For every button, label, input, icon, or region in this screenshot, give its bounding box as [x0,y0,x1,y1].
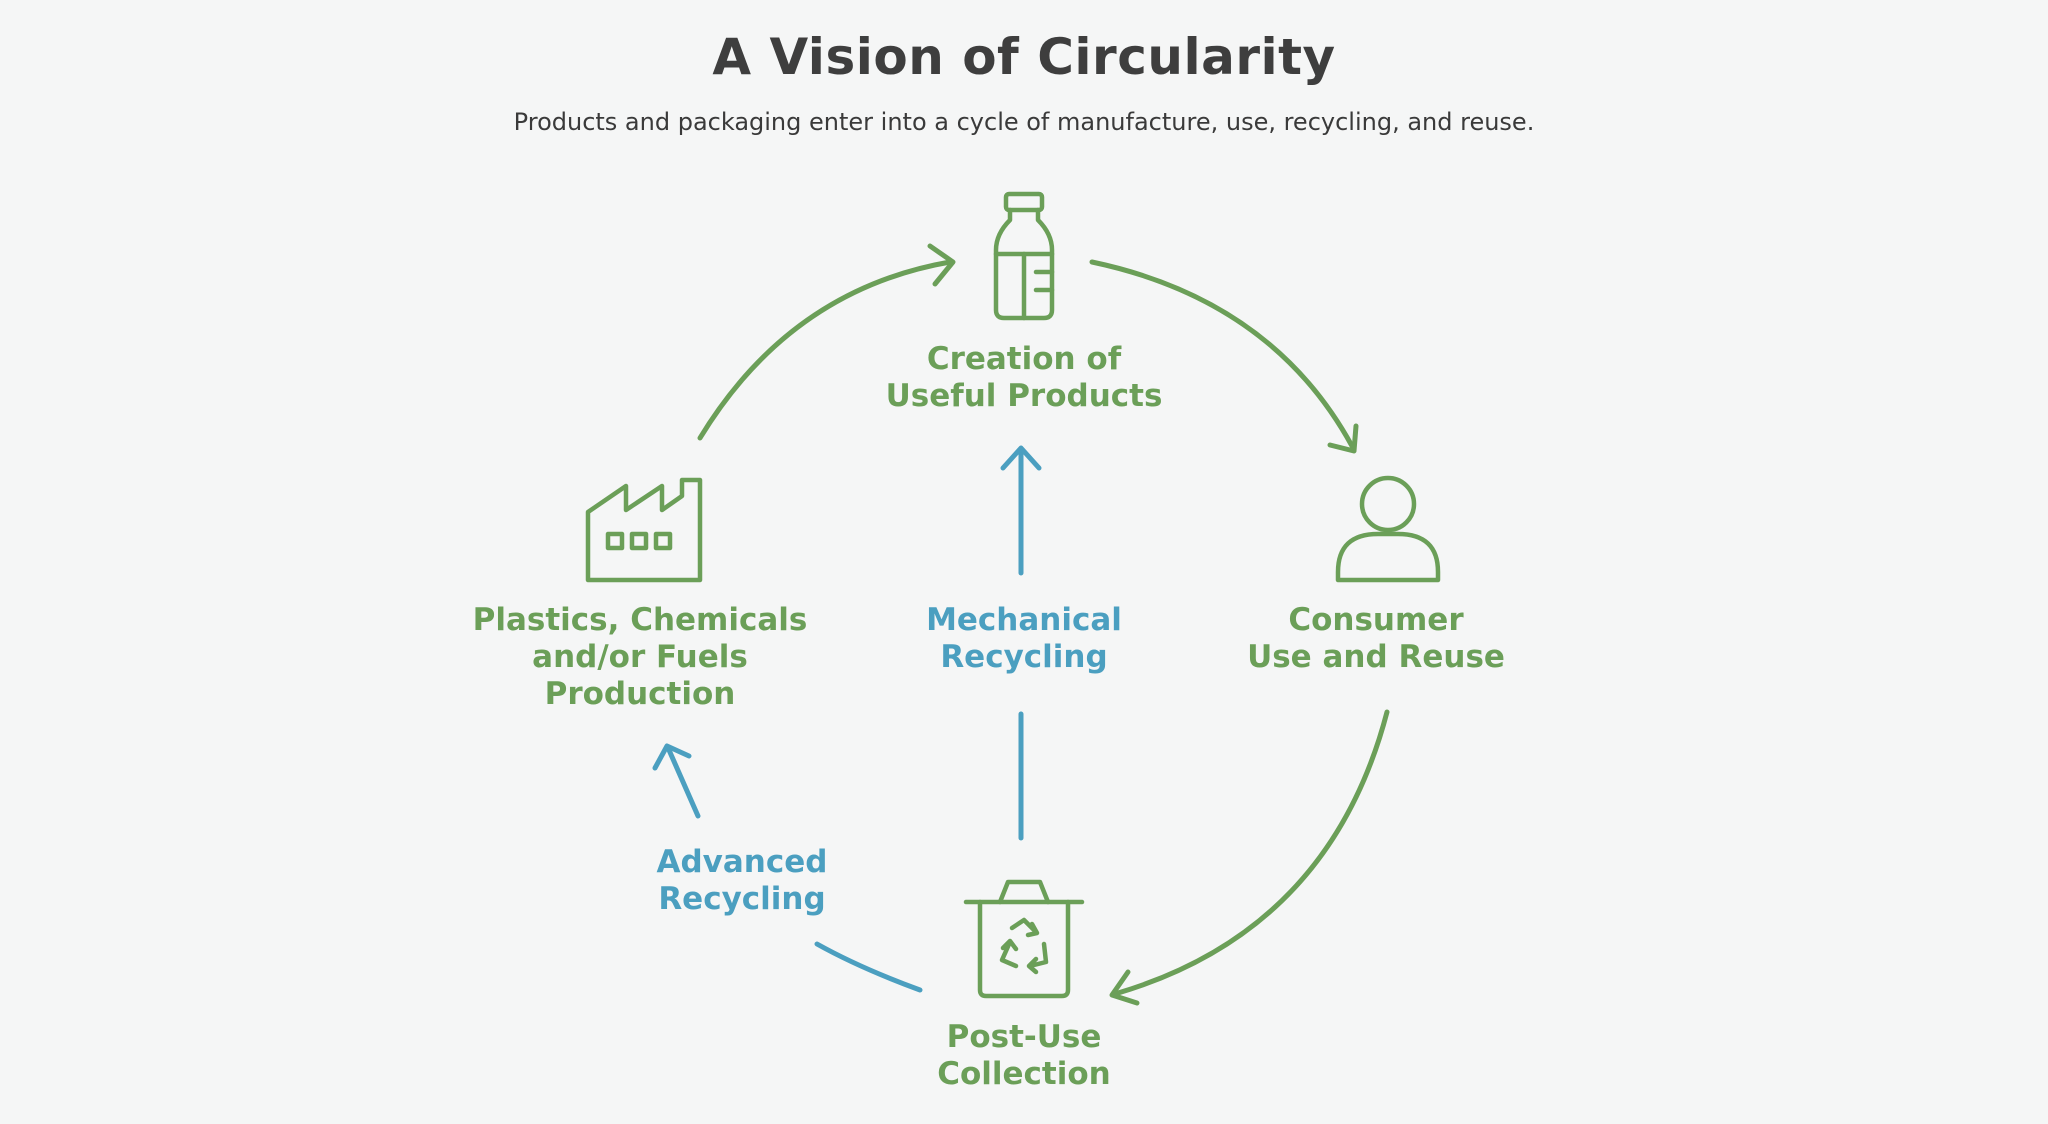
advanced-arrow-lower [814,941,923,993]
arrow-consumer-to-collection [1115,709,1390,996]
arrow-creation-to-consumer [1089,259,1355,449]
factory-icon [585,477,703,583]
mechanical-label-line2: Recycling [940,639,1108,675]
page-subtitle: Products and packaging enter into a cycl… [513,108,1535,136]
mechanical-arrowhead [1000,445,1042,471]
arrowhead-production-to-creation [927,243,956,287]
bottle-icon [993,191,1055,321]
consumer-label: Consumer Use and Reuse [1226,602,1526,676]
creation-label: Creation of Useful Products [874,341,1174,415]
production-label-line3: Production [544,676,736,712]
advanced-arrow-upper [666,747,701,819]
production-label: Plastics, Chemicals and/or Fuels Product… [470,602,810,713]
collection-label-line1: Post-Use [946,1019,1102,1055]
recycling-bin-icon [963,879,1085,999]
consumer-label-line2: Use and Reuse [1247,639,1505,675]
arrowhead-creation-to-consumer [1327,423,1359,454]
page-title: A Vision of Circularity [712,28,1336,86]
arrowhead-consumer-to-collection [1109,969,1140,1006]
creation-label-line2: Useful Products [885,378,1163,414]
advanced-label-line2: Recycling [658,881,826,917]
advanced-arrowhead [652,743,692,771]
person-icon [1335,475,1441,583]
advanced-label-line1: Advanced [656,844,828,880]
production-label-line2: and/or Fuels [532,639,748,675]
production-label-line1: Plastics, Chemicals [472,602,808,638]
collection-label-line2: Collection [937,1056,1111,1092]
mechanical-recycling-label: Mechanical Recycling [874,602,1174,676]
consumer-label-line1: Consumer [1288,602,1464,638]
creation-label-line1: Creation of [926,341,1122,377]
arrow-production-to-creation [697,259,953,441]
mechanical-label-line1: Mechanical [926,602,1122,638]
collection-label: Post-Use Collection [874,1019,1174,1093]
advanced-recycling-label: Advanced Recycling [592,844,892,918]
